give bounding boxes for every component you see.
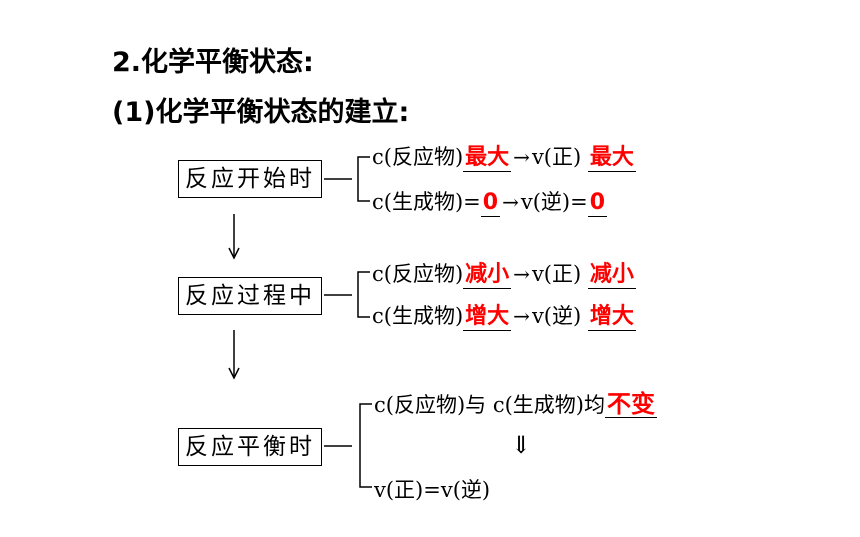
answer-blank: 减小 <box>587 262 636 289</box>
product-concentration: c(生成物) <box>372 304 464 328</box>
stage-equilibrium-box: 反应平衡时 <box>178 428 322 466</box>
right-arrow-icon: → <box>513 304 530 328</box>
reactant-concentration: c(反应物) <box>372 145 464 169</box>
answer-blank: 减小 <box>463 262 512 289</box>
stage-equilibrium-line2: v(正)=v(逆) <box>374 478 491 502</box>
stage-equilibrium-line1: c(反应物)与 c(生成物)均不变 <box>374 389 657 419</box>
reverse-rate: v(逆) <box>531 304 582 328</box>
answer-blank: 增大 <box>587 304 636 331</box>
forward-rate: v(正) <box>531 145 582 169</box>
stage-start-box: 反应开始时 <box>178 160 322 198</box>
right-arrow-icon: → <box>513 262 530 286</box>
section-heading: 2.化学平衡状态: <box>112 47 314 78</box>
answer-blank: 增大 <box>463 304 512 331</box>
right-arrow-icon: → <box>502 190 519 214</box>
right-arrow-icon: → <box>513 145 530 169</box>
stage-process-line2: c(生成物)增大→v(逆) 增大 <box>372 300 636 331</box>
answer-blank: 最大 <box>463 145 512 172</box>
stage-start-line1: c(反应物)最大→v(正) 最大 <box>372 141 636 172</box>
stage-start-line2: c(生成物)=0→v(逆)=0 <box>372 186 607 217</box>
answer-blank: 0 <box>587 190 607 217</box>
answer-blank: 0 <box>480 190 501 217</box>
stage-process-box: 反应过程中 <box>178 277 322 315</box>
concentration-statement: c(反应物)与 c(生成物)均 <box>374 393 605 417</box>
reverse-rate: v(逆)= <box>520 190 588 214</box>
reactant-concentration: c(反应物) <box>372 262 464 286</box>
subsection-heading: (1)化学平衡状态的建立: <box>112 97 410 128</box>
product-concentration: c(生成物)= <box>372 190 481 214</box>
answer-blank: 最大 <box>587 145 636 172</box>
forward-rate: v(正) <box>531 262 582 286</box>
answer-blank: 不变 <box>604 390 657 418</box>
stage-process-line1: c(反应物)减小→v(正) 减小 <box>372 258 636 289</box>
implies-arrow-icon: ⇓ <box>511 431 532 459</box>
